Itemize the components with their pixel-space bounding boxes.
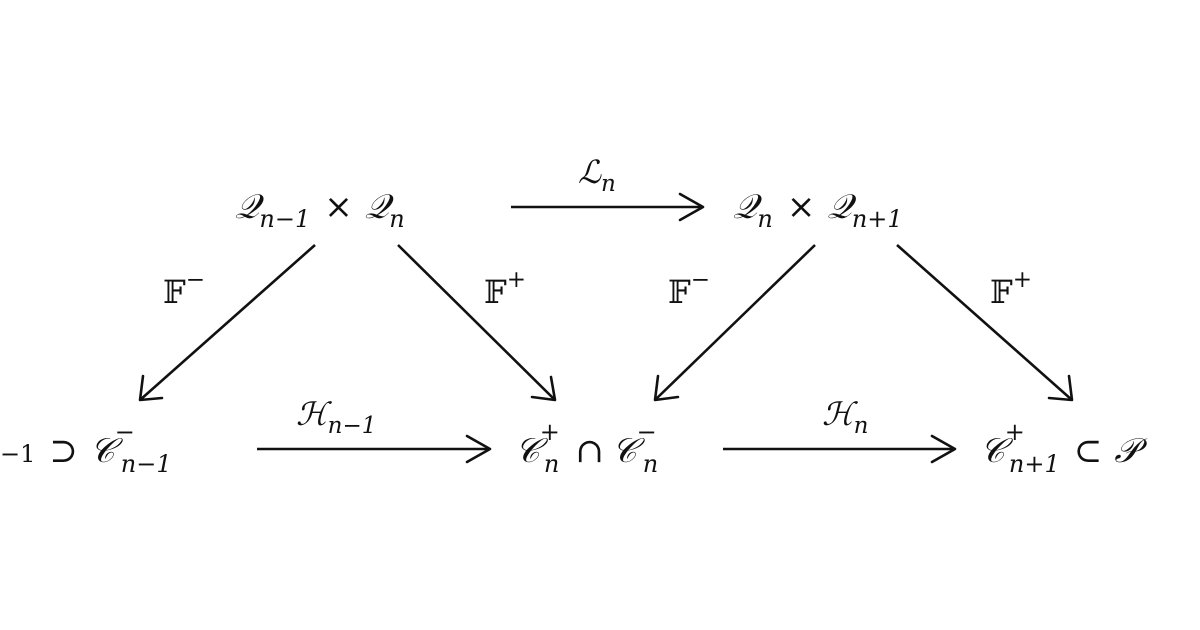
label-H-n: ℋn [822, 395, 868, 439]
arrow-H-n [723, 434, 957, 464]
arrow-L-n [511, 192, 705, 222]
label-F-plus-left: 𝔽+ [484, 267, 526, 311]
node-bottom-middle: 𝒞+n∩𝒞−n [515, 418, 658, 478]
node-q-top-right: 𝒬n×𝒬n+1 [733, 187, 903, 233]
arrow-F-plus-right [896, 244, 1074, 402]
node-q-top-left: 𝒬n−1×𝒬n [235, 187, 405, 233]
label-F-plus-right: 𝔽+ [990, 267, 1032, 311]
label-H-n-minus-1: ℋn−1 [296, 395, 376, 439]
arrow-F-plus-left [397, 244, 557, 402]
arrow-H-n-minus-1 [257, 434, 492, 464]
label-L-n: ℒn [578, 153, 616, 197]
label-F-minus-right: 𝔽− [668, 267, 710, 311]
arrow-F-minus-right [653, 244, 816, 402]
node-bottom-right: 𝒞+n+1⊂𝒫 [980, 418, 1148, 478]
label-F-minus-left: 𝔽− [163, 267, 205, 311]
arrow-F-minus-left [138, 244, 316, 402]
node-bottom-left: −1⊃𝒞−n−1 [0, 418, 172, 478]
